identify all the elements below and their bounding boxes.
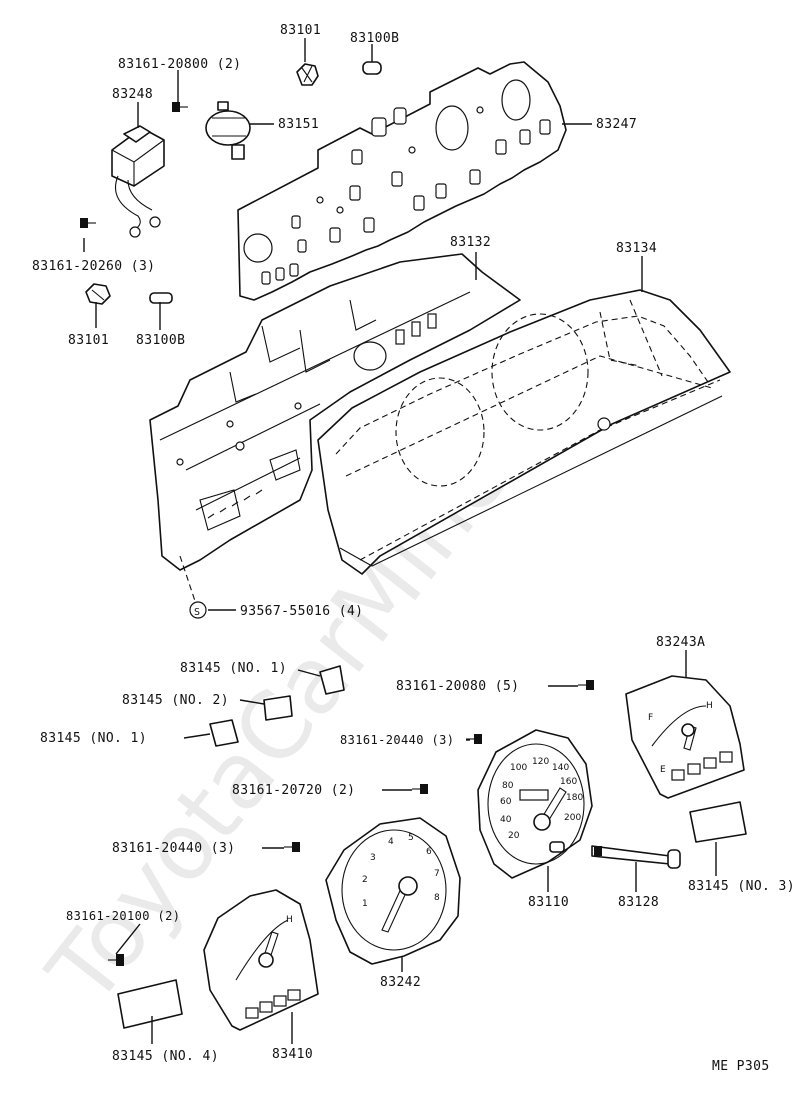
screw-mark-s: S [194,607,200,618]
callout-83247: 83247 [596,117,637,132]
speedo-80: 80 [502,781,514,791]
callout-83145-no1-top: 83145 (NO. 1) [180,661,287,676]
speedo-140: 140 [552,763,569,773]
tachometer-83242: 1 2 3 4 5 6 7 8 [325,817,461,965]
callout-83145-no1-left: 83145 (NO. 1) [40,731,147,746]
callout-83100b-bot: 83100B [136,333,185,348]
speedo-20: 20 [508,831,520,841]
callout-83100b-top: 83100B [350,31,399,46]
bulb-83100b-top [362,61,382,75]
callout-83101-bot: 83101 [68,333,109,348]
callout-93567-55016: 93567-55016 (4) [240,604,363,619]
gauge-letter-e: E [660,765,666,775]
lens-83145-no1-top [319,665,345,695]
knob-83128 [591,845,681,869]
screw-83161-20100 [108,954,124,966]
callout-83101-top: 83101 [280,23,321,38]
callout-83161-20800: 83161-20800 (2) [118,57,241,72]
speedo-100: 100 [510,763,527,773]
lens-83145-no4 [117,979,183,1029]
callout-83242: 83242 [380,975,421,990]
callout-83145-no4: 83145 (NO. 4) [112,1049,219,1064]
callout-labels: 83101 83100B 83161-20800 (2) 83248 83151… [32,23,795,1074]
tach-7: 7 [434,869,440,879]
gauge-letter-f: F [648,713,653,723]
lens-83145-no1-left [209,719,239,747]
screw-83161-20080 [578,680,594,690]
speedo-200: 200 [564,813,581,823]
callout-83128: 83128 [618,895,659,910]
leader-lines [83,38,717,1044]
callout-83145-no3: 83145 (NO. 3) [688,879,795,894]
gauge-letter-h2: H [286,915,293,925]
socket-83151 [205,101,251,160]
resistor-83248 [111,125,165,238]
callout-83151: 83151 [278,117,319,132]
callout-83161-20720: 83161-20720 (2) [232,783,355,798]
callout-83410: 83410 [272,1047,313,1062]
gauge-83410: H [203,889,319,1031]
screw-83161-20440-b [284,842,300,852]
lens-83145-no2 [263,695,293,721]
bulb-83100b-bot [149,292,173,304]
callout-83161-20440-a: 83161-20440 (3) [340,733,454,747]
lens-83145-no3 [689,801,747,843]
tach-3: 3 [370,853,376,863]
printed-circuit-83247 [237,61,567,301]
gauge-83243a: F E H [625,675,745,799]
speedo-180: 180 [566,793,583,803]
callout-83248: 83248 [112,87,153,102]
tach-1: 1 [362,899,368,909]
callout-83161-20440-b: 83161-20440 (3) [112,841,235,856]
speedo-40: 40 [500,815,512,825]
callout-83161-20080: 83161-20080 (5) [396,679,519,694]
page-code: ME P305 [712,1059,770,1074]
bulb-socket-83101-top [296,63,319,86]
speedo-120: 120 [532,757,549,767]
tach-6: 6 [426,847,432,857]
callout-83110: 83110 [528,895,569,910]
speedo-60: 60 [500,797,512,807]
callout-83134: 83134 [616,241,657,256]
tach-5: 5 [408,833,414,843]
tach-4: 4 [388,837,394,847]
screw-83161-20800 [172,102,188,112]
meter-case-83132 [149,253,521,571]
meter-glass-83134 [317,289,731,575]
speedo-160: 160 [560,777,577,787]
callout-83161-20100: 83161-20100 (2) [66,909,180,923]
tach-2: 2 [362,875,368,885]
tach-8: 8 [434,893,440,903]
screw-83161-20720 [412,784,428,794]
gauge-letter-h: H [706,701,713,711]
callout-83243a: 83243A [656,635,705,650]
bulb-socket-83101-bot [85,283,111,305]
speedometer-83110: 100 120 140 160 80 60 40 20 180 200 [477,729,593,879]
callout-83145-no2: 83145 (NO. 2) [122,693,229,708]
callout-83132: 83132 [450,235,491,250]
screw-83161-20440-a [466,734,482,744]
screw-93567-55016: S [179,555,207,619]
callout-83161-20260: 83161-20260 (3) [32,259,155,274]
screw-83161-20260 [80,218,96,228]
